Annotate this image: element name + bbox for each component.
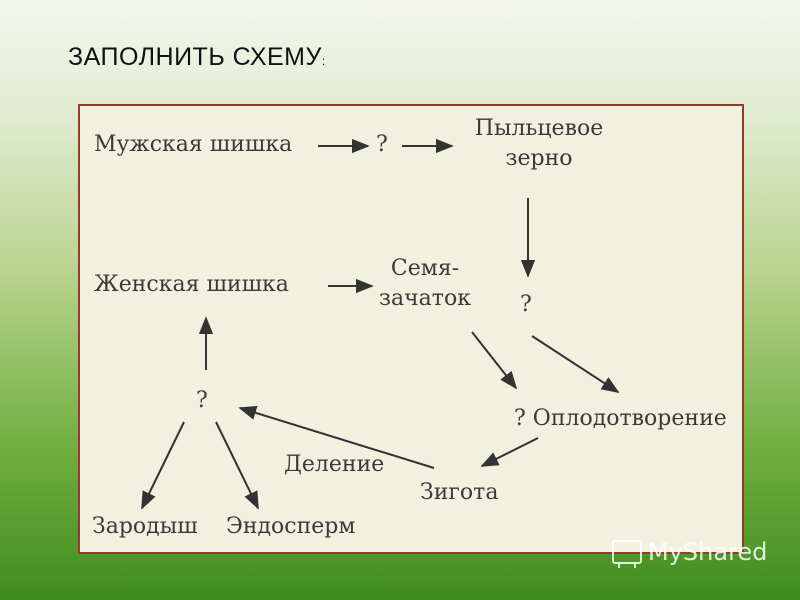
node-zygote: Зигота	[420, 480, 499, 505]
arrow-zygote-to-q3	[238, 405, 435, 469]
node-ovule-line1: Семя-	[390, 256, 460, 281]
node-endosperm: Эндосперм	[226, 514, 356, 539]
node-fertilization: ? Оплодотворение	[514, 406, 727, 431]
arrow-q3-to-endosperm	[215, 421, 259, 510]
diagram-panel: Мужская шишка ? Пыльцевое зерно Женская …	[78, 104, 744, 554]
presentation-screen-icon	[612, 540, 642, 568]
node-ovule-line2: зачаток	[379, 286, 471, 311]
arrow-fertilization-to-zygote	[480, 437, 539, 467]
slide-title: ЗАПОЛНИТЬ СХЕМУ:	[68, 43, 326, 72]
diagram-arrows	[141, 138, 620, 510]
node-pollen-line1: Пыльцевое	[474, 116, 604, 141]
slide-title-suffix: :	[321, 54, 326, 68]
node-pollen: Пыльцевое зерно	[464, 114, 614, 174]
arrow-q2-to-fertilization	[531, 335, 620, 393]
node-pollen-line2: зерно	[505, 146, 573, 171]
node-division: Деление	[284, 452, 385, 477]
node-male-cone: Мужская шишка	[94, 132, 293, 157]
node-female-cone: Женская шишка	[94, 272, 289, 297]
node-q1: ?	[376, 132, 388, 157]
arrow-q3-to-embryo	[141, 421, 185, 510]
arrow-ovule-to-fertilization	[471, 331, 518, 390]
node-embryo: Зародыш	[92, 514, 198, 539]
watermark-text: MyShared	[648, 538, 768, 566]
slide-title-text: ЗАПОЛНИТЬ СХЕМУ	[68, 43, 322, 71]
node-q3: ?	[196, 388, 208, 413]
node-ovule: Семя- зачаток	[370, 254, 480, 314]
node-q2: ?	[520, 292, 532, 317]
watermark: MyShared	[612, 538, 768, 568]
